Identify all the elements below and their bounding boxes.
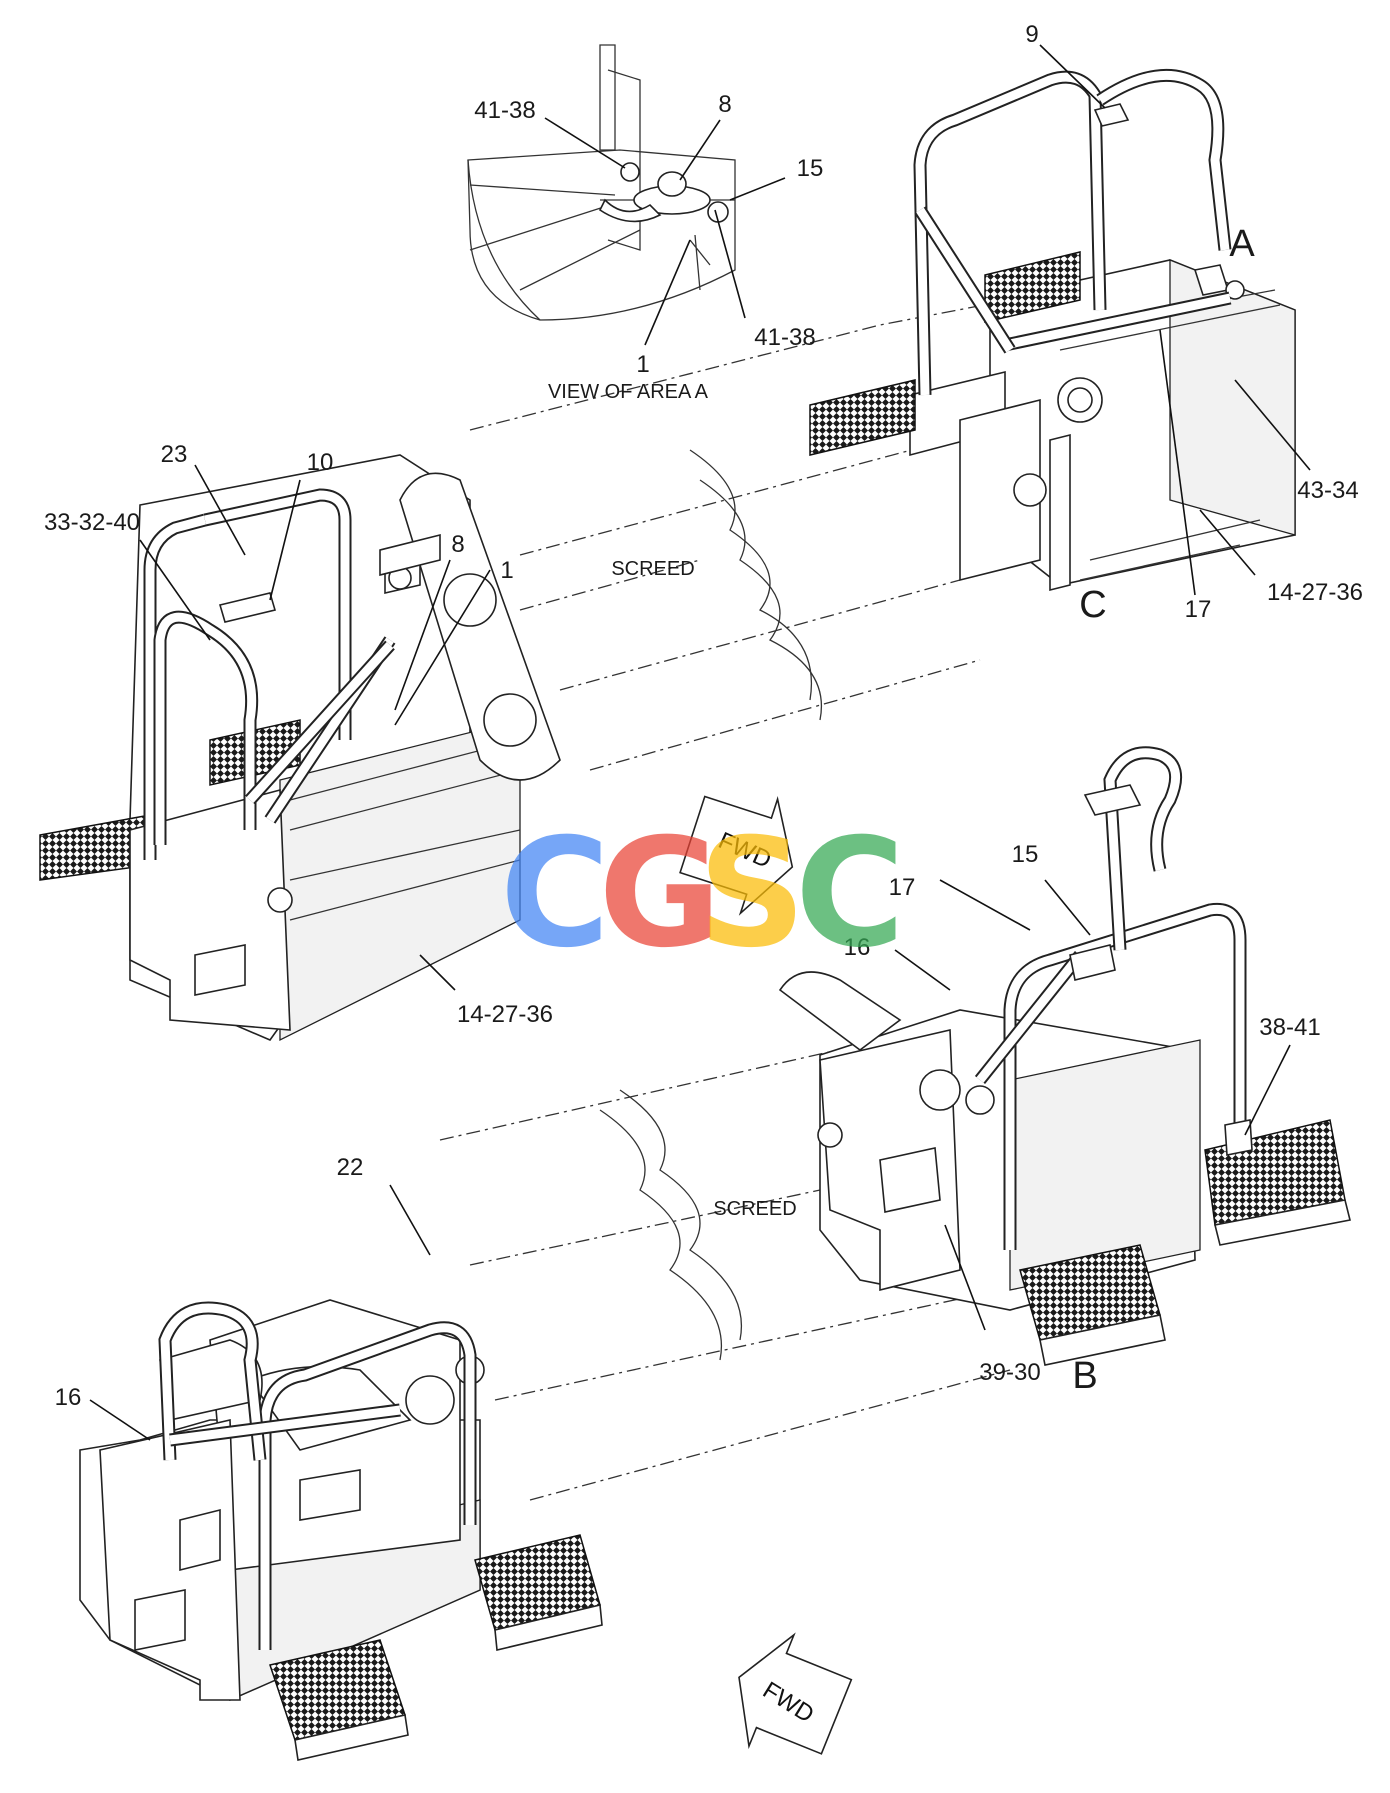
callout-17-right: 17 <box>889 874 916 901</box>
callout-23: 23 <box>161 441 188 468</box>
callout-10: 10 <box>307 449 334 476</box>
callout-8-left: 8 <box>451 531 464 558</box>
callout-22: 22 <box>337 1154 364 1181</box>
fwd-arrow-upper: FWD <box>679 795 794 916</box>
watermark-letter-g: G <box>598 807 721 981</box>
callout-33-32-40: 33-32-40 <box>44 509 140 536</box>
watermark-letter-c1: C <box>500 807 610 981</box>
watermark-letter-s: S <box>698 807 806 981</box>
callout-15-right: 15 <box>1012 841 1039 868</box>
callout-9: 9 <box>1025 21 1038 48</box>
callout-43-34: 43-34 <box>1297 477 1358 504</box>
watermark-letter-c2: C <box>795 807 905 981</box>
upper-screed-assembly <box>39 68 1296 1042</box>
callout-41-38-top: 41-38 <box>474 97 535 124</box>
leader-lines <box>89 44 1311 1441</box>
screed-label-bottom: SCREED <box>713 1198 796 1220</box>
lower-screed-assembly <box>79 746 1351 1761</box>
callout-16-right: 16 <box>844 934 871 961</box>
area-a-marker: A <box>1229 223 1255 265</box>
detail-view-area-a <box>467 44 736 321</box>
callout-39-30: 39-30 <box>979 1359 1040 1386</box>
fwd-arrow-lower: FWD <box>738 1632 853 1755</box>
callout-14-27-36-left: 14-27-36 <box>457 1001 553 1028</box>
callout-14-27-36-right: 14-27-36 <box>1267 579 1363 606</box>
callout-16-left: 16 <box>55 1384 82 1411</box>
view-caption: VIEW OF AREA A <box>548 381 709 403</box>
callout-8-top: 8 <box>718 91 731 118</box>
callout-38-41: 38-41 <box>1259 1014 1320 1041</box>
callout-17-top: 17 <box>1185 596 1212 623</box>
callout-1-view: 1 <box>636 351 649 378</box>
watermark: C G S C <box>500 807 905 981</box>
callout-1-left: 1 <box>500 557 513 584</box>
callouts: 41-38 8 15 41-38 1 VIEW OF AREA A 9 A 43… <box>44 21 1363 1411</box>
screed-label-top: SCREED <box>611 558 694 580</box>
area-b-marker: B <box>1072 1355 1097 1397</box>
area-c-marker: C <box>1079 584 1106 626</box>
callout-41-38-bottom: 41-38 <box>754 324 815 351</box>
callout-15-top: 15 <box>797 155 824 182</box>
